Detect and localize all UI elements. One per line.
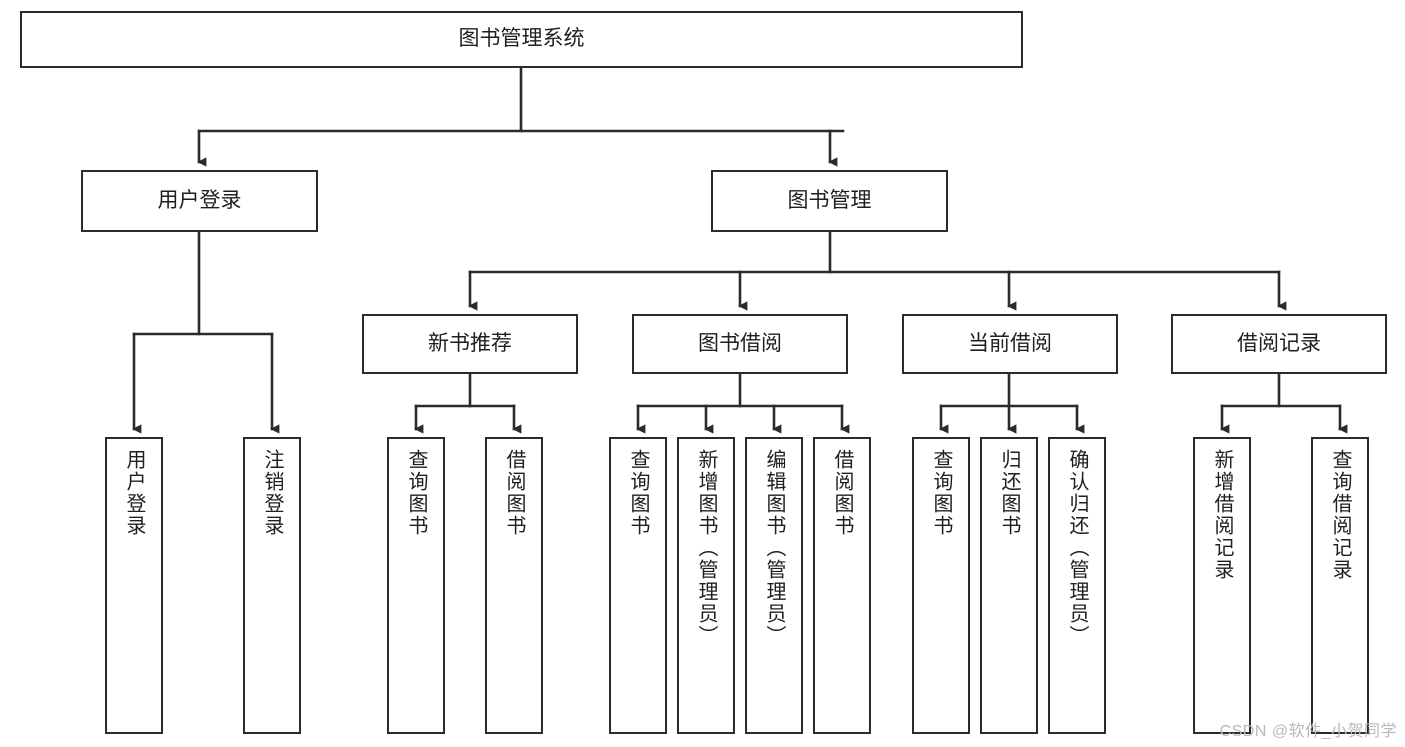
leaf-user-login-logout-label: 注销登录 — [261, 449, 283, 537]
leaf-user-login-logout[interactable]: 注销登录 — [243, 437, 301, 734]
node-new-book-recommend[interactable]: 新书推荐 — [362, 314, 578, 374]
node-user-login-label: 用户登录 — [157, 188, 242, 212]
leaf-new-book-query-label: 查询图书 — [405, 449, 427, 537]
leaf-new-book-borrow[interactable]: 借阅图书 — [485, 437, 543, 734]
leaf-book-borrow-borrow[interactable]: 借阅图书 — [813, 437, 871, 734]
node-book-borrow[interactable]: 图书借阅 — [632, 314, 848, 374]
leaf-borrow-record-add-label: 新增借阅记录 — [1211, 449, 1233, 581]
node-new-book-recommend-label: 新书推荐 — [428, 331, 512, 355]
node-current-borrow[interactable]: 当前借阅 — [902, 314, 1118, 374]
node-borrow-record[interactable]: 借阅记录 — [1171, 314, 1387, 374]
leaf-book-borrow-query[interactable]: 查询图书 — [609, 437, 667, 734]
leaf-borrow-record-query-label: 查询借阅记录 — [1329, 449, 1351, 581]
leaf-user-login-login-label: 用户登录 — [123, 449, 145, 537]
leaf-current-borrow-confirm-return[interactable]: 确认归还（管理员） — [1048, 437, 1106, 734]
node-root-label: 图书管理系统 — [458, 27, 585, 51]
leaf-book-borrow-borrow-label: 借阅图书 — [831, 449, 853, 537]
node-root-book-management-system[interactable]: 图书管理系统 — [20, 11, 1023, 68]
csdn-watermark: CSDN @软件_小贺同学 — [1219, 723, 1397, 740]
leaf-borrow-record-query[interactable]: 查询借阅记录 — [1311, 437, 1369, 734]
node-book-management[interactable]: 图书管理 — [711, 170, 948, 232]
leaf-book-borrow-edit-label: 编辑图书（管理员） — [763, 449, 785, 647]
leaf-book-borrow-add-label: 新增图书（管理员） — [695, 449, 717, 647]
leaf-book-borrow-query-label: 查询图书 — [627, 449, 649, 537]
leaf-book-borrow-add[interactable]: 新增图书（管理员） — [677, 437, 735, 734]
node-user-login[interactable]: 用户登录 — [81, 170, 318, 232]
leaf-current-borrow-query-label: 查询图书 — [930, 449, 952, 537]
node-book-borrow-label: 图书借阅 — [698, 331, 782, 355]
leaf-current-borrow-return[interactable]: 归还图书 — [980, 437, 1038, 734]
node-borrow-record-label: 借阅记录 — [1237, 331, 1321, 355]
node-book-management-label: 图书管理 — [787, 188, 872, 212]
leaf-book-borrow-edit[interactable]: 编辑图书（管理员） — [745, 437, 803, 734]
leaf-current-borrow-query[interactable]: 查询图书 — [912, 437, 970, 734]
leaf-new-book-borrow-label: 借阅图书 — [503, 449, 525, 537]
node-current-borrow-label: 当前借阅 — [968, 331, 1052, 355]
leaf-current-borrow-return-label: 归还图书 — [998, 449, 1020, 537]
leaf-borrow-record-add[interactable]: 新增借阅记录 — [1193, 437, 1251, 734]
leaf-current-borrow-confirm-return-label: 确认归还（管理员） — [1066, 449, 1088, 647]
leaf-new-book-query[interactable]: 查询图书 — [387, 437, 445, 734]
leaf-user-login-login[interactable]: 用户登录 — [105, 437, 163, 734]
